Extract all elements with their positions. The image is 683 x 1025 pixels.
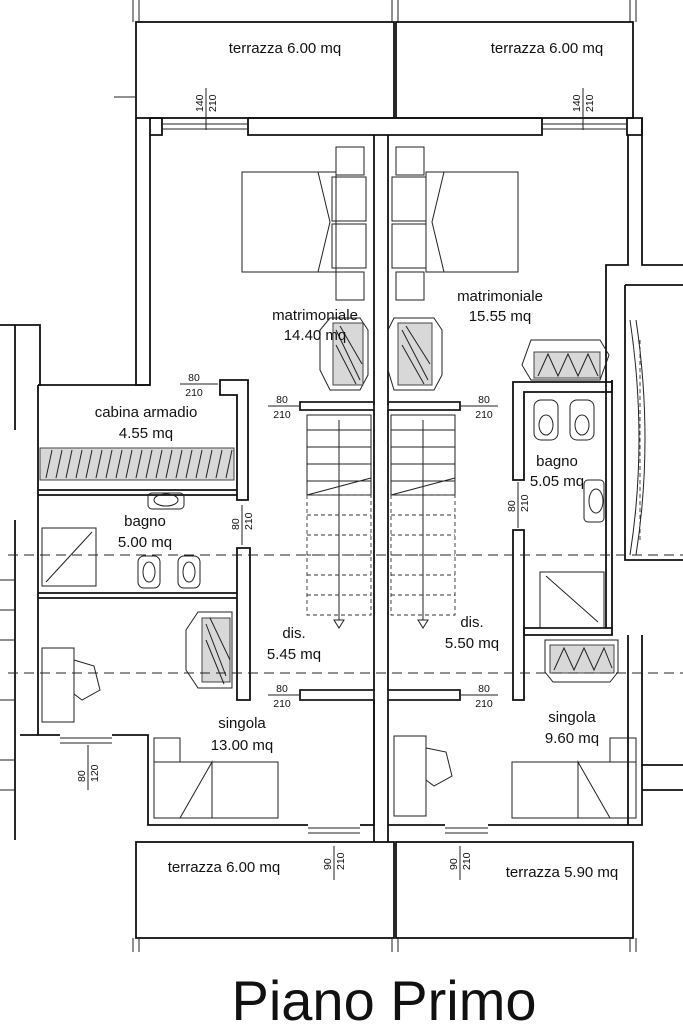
terrace-bottom-left-label: terrazza 6.00 mq	[168, 859, 281, 876]
svg-text:210: 210	[475, 698, 493, 710]
svg-text:210: 210	[475, 409, 493, 421]
svg-text:210: 210	[335, 852, 347, 870]
terrace-top-left-label: terrazza 6.00 mq	[229, 40, 342, 57]
svg-text:210: 210	[243, 512, 255, 530]
wardrobe-right-bedroom	[387, 317, 443, 391]
svg-text:80: 80	[230, 518, 242, 530]
svg-text:140: 140	[194, 94, 206, 112]
interior-walls	[38, 379, 613, 825]
exterior-walls	[0, 117, 683, 842]
single-left-area: 13.00 mq	[211, 737, 274, 754]
page-title: Piano Primo	[231, 969, 536, 1025]
stairs-left	[306, 414, 372, 629]
bath-left-area: 5.00 mq	[118, 534, 172, 551]
terrace-top-right-label: terrazza 6.00 mq	[491, 40, 604, 57]
hall-left-name: dis.	[282, 625, 305, 642]
bath-left-name: bagno	[124, 513, 166, 530]
single-bed-left	[153, 737, 279, 819]
svg-text:80: 80	[276, 683, 288, 695]
svg-text:210: 210	[461, 852, 473, 870]
opening-dim-bottom-left: 90 210	[322, 846, 347, 880]
bath-right-fixtures	[533, 399, 605, 629]
svg-text:80: 80	[478, 683, 490, 695]
single-right-name: singola	[548, 709, 596, 726]
desk-right	[393, 735, 453, 817]
svg-text:210: 210	[273, 698, 291, 710]
opening-dim-single-right: 80 210	[460, 683, 498, 710]
wardrobe-single-right	[544, 639, 619, 683]
single-right-area: 9.60 mq	[545, 730, 599, 747]
svg-text:210: 210	[584, 94, 596, 112]
bedroom-right-area: 15.55 mq	[469, 308, 532, 325]
stairs-right	[390, 414, 456, 629]
svg-text:210: 210	[519, 494, 531, 512]
svg-text:210: 210	[185, 387, 203, 399]
svg-text:80: 80	[506, 500, 518, 512]
svg-text:140: 140	[571, 94, 583, 112]
door-bed-left	[299, 401, 375, 411]
opening-dim-window-left: 80 120	[76, 745, 101, 790]
door-bed-right	[387, 401, 461, 411]
desk-left	[41, 647, 101, 723]
door-single-left	[299, 689, 375, 701]
single-left-name: singola	[218, 715, 266, 732]
right-curved-wall	[629, 319, 646, 556]
svg-text:90: 90	[448, 858, 460, 870]
wardrobe-single-left	[185, 611, 233, 689]
bedroom-left-name: matrimoniale	[272, 307, 358, 324]
svg-text:210: 210	[207, 94, 219, 112]
top-terraces	[114, 0, 637, 119]
single-bed-right	[511, 737, 637, 819]
hall-right-area: 5.50 mq	[445, 635, 499, 652]
opening-dim-bottom-right: 90 210	[448, 846, 473, 880]
wardrobe-left-bedroom	[319, 317, 369, 391]
closet-name: cabina armadio	[95, 404, 198, 421]
opening-dim-single-left: 80 210	[268, 683, 300, 710]
svg-text:80: 80	[276, 394, 288, 406]
svg-text:120: 120	[89, 764, 101, 782]
opening-dim-top-right: 140 210	[571, 88, 596, 130]
bath-right-area: 5.05 mq	[530, 473, 584, 490]
door-single-right	[387, 689, 461, 701]
opening-dim-top-left: 140 210	[194, 88, 219, 130]
svg-text:210: 210	[273, 409, 291, 421]
opening-dim-bath-left: 80 210	[230, 505, 255, 545]
opening-dim-bath-right: 80 210	[506, 482, 531, 528]
opening-dim-closet: 80 210	[180, 372, 218, 399]
terrace-bottom-right-label: terrazza 5.90 mq	[506, 864, 619, 881]
bath-right-name: bagno	[536, 453, 578, 470]
wardrobe-right-bedroom-2	[521, 339, 610, 381]
svg-text:80: 80	[478, 394, 490, 406]
opening-dim-bed-right: 80 210	[460, 394, 498, 421]
closet-area: 4.55 mq	[119, 425, 173, 442]
hall-right-name: dis.	[460, 614, 483, 631]
hall-left-area: 5.45 mq	[267, 646, 321, 663]
bottom-terraces	[132, 841, 637, 952]
bedroom-left-area: 14.40 mq	[284, 327, 347, 344]
double-bed-left	[241, 146, 367, 301]
opening-dim-bed-left: 80 210	[268, 394, 300, 421]
bath-left-fixtures	[41, 492, 201, 589]
double-bed-right	[391, 146, 519, 301]
svg-text:90: 90	[322, 858, 334, 870]
svg-text:80: 80	[76, 770, 88, 782]
svg-text:80: 80	[188, 372, 200, 384]
wardrobe-closet	[39, 447, 235, 481]
bedroom-right-name: matrimoniale	[457, 288, 543, 305]
